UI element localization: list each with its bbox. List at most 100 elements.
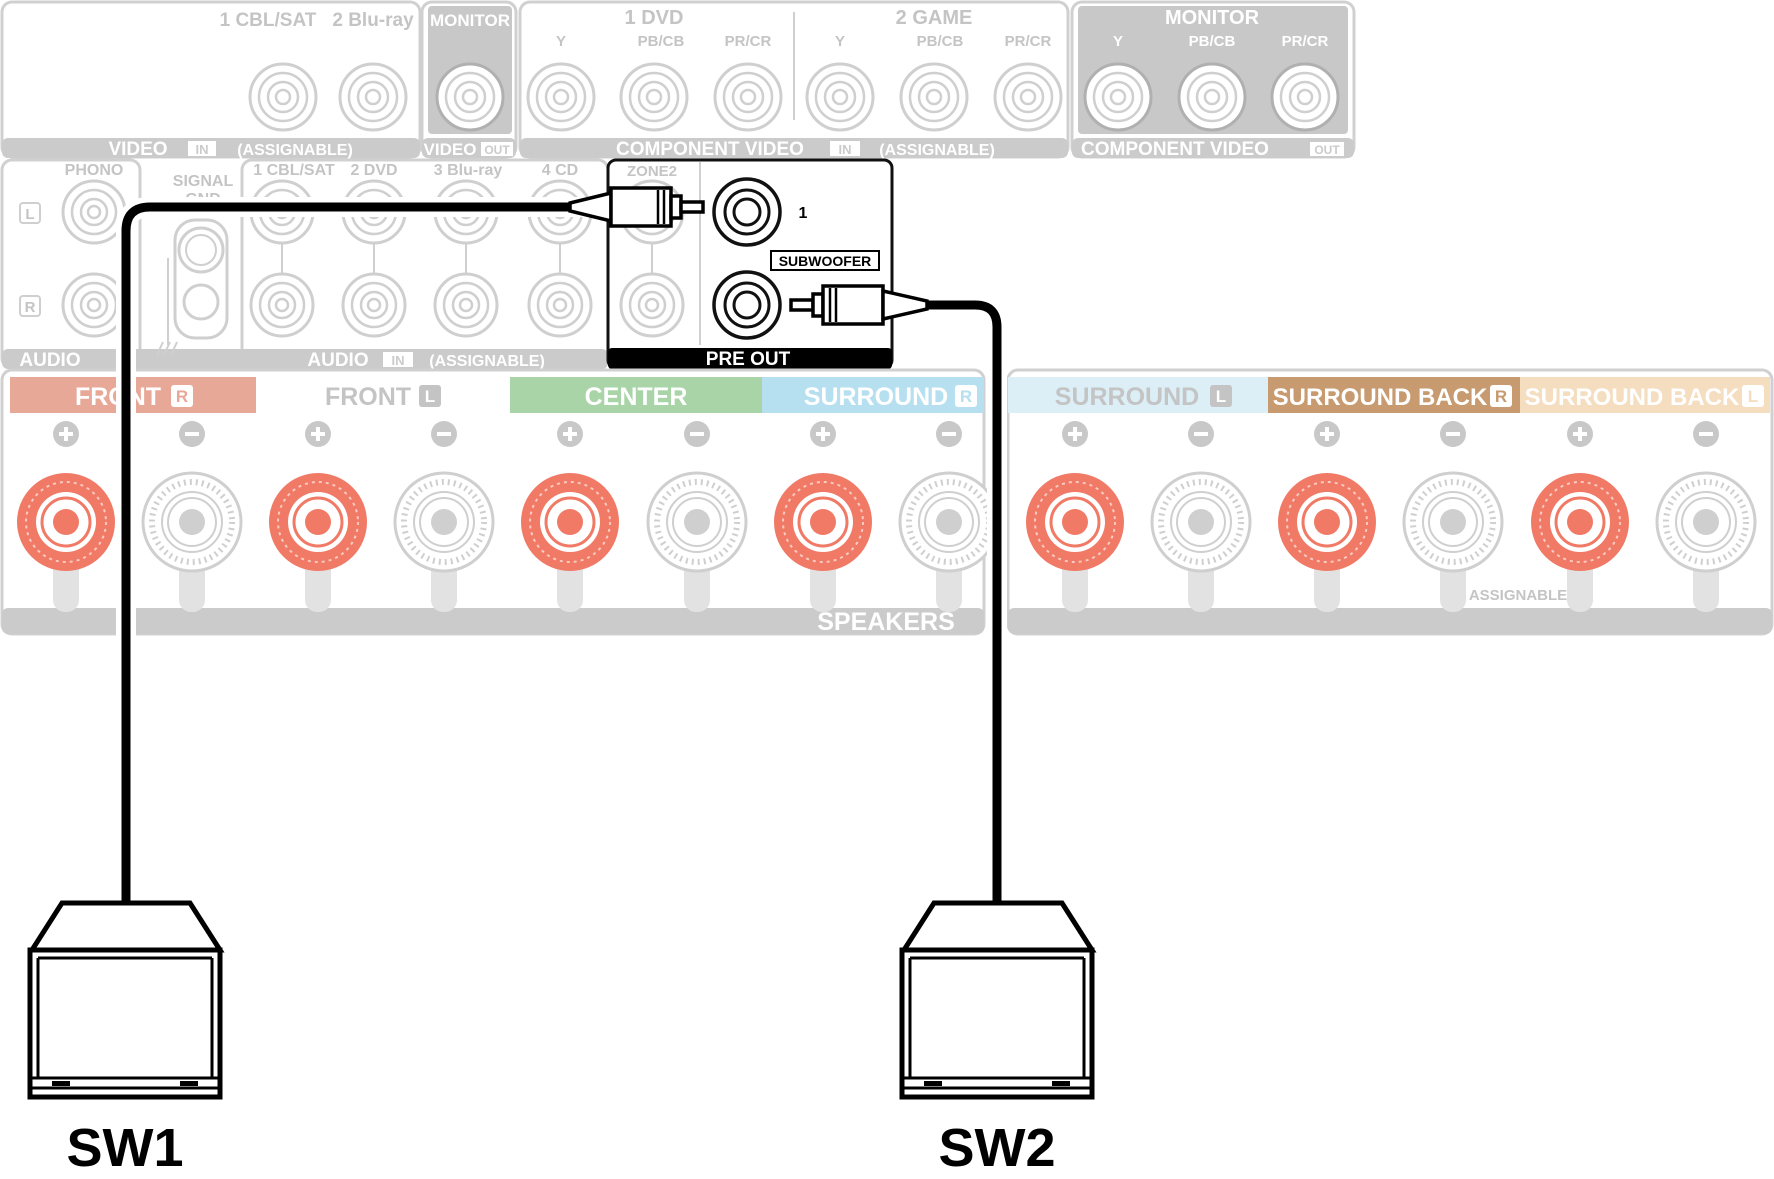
surround-r-header-side: R <box>960 387 972 406</box>
front-r-plus-terminal <box>17 421 115 612</box>
center-header <box>510 377 762 413</box>
component-in-badge: IN <box>839 142 852 157</box>
surround-l-header-name: SURROUND <box>1055 383 1199 411</box>
component-in-bar-label: COMPONENT VIDEO <box>616 139 804 160</box>
component-in-group-1-name: 1 DVD <box>625 7 684 29</box>
audio-in-signal-label: SIGNAL <box>173 173 234 190</box>
subwoofer-sw2-icon <box>899 900 1097 1100</box>
speakers-assignable: ASSIGNABLE <box>1469 587 1567 604</box>
component-in-jack-4 <box>805 62 875 132</box>
surround-l-plus-terminal <box>1026 421 1124 612</box>
surround-r-header <box>762 377 984 413</box>
component-out-pr-label: PR/CR <box>1282 33 1329 50</box>
front-l-minus-terminal <box>393 421 495 612</box>
surround-r-minus-terminal <box>898 421 1000 612</box>
phono-r-jack <box>61 272 127 338</box>
video-in-input-label-1: 1 CBL/SAT <box>220 10 317 31</box>
video-in-bar-label: VIDEO <box>108 139 167 160</box>
bluray-r-jack <box>433 272 499 338</box>
surround-back-r-plus-terminal <box>1278 421 1376 612</box>
front-l-header-side: L <box>425 387 435 406</box>
component-out-badge: OUT <box>1314 143 1340 157</box>
audio-in-bar-label: AUDIO <box>307 350 368 371</box>
component-in-pb-label-1: PB/CB <box>638 33 685 50</box>
subwoofer-cables <box>116 186 1007 902</box>
surround-back-l-header <box>1520 377 1770 413</box>
minus-icon <box>179 421 205 447</box>
component-out-jack-2 <box>1177 62 1247 132</box>
component-out-title: MONITOR <box>1165 7 1260 29</box>
center-header-name: CENTER <box>585 383 688 411</box>
plus-icon <box>305 421 331 447</box>
audio-in-input-label-2: 2 DVD <box>350 162 397 179</box>
component-in-pr-label-1: PR/CR <box>725 33 772 50</box>
component-out-bar-label: COMPONENT VIDEO <box>1081 139 1269 160</box>
center-minus-terminal <box>646 421 748 612</box>
front-r-header-side: R <box>176 387 188 406</box>
speakers-panel: FRONT R FRONT L CENTER SURROUND R SURROU… <box>0 368 1774 636</box>
rca-plug-sw1 <box>568 186 705 228</box>
audio-in-phono-label: PHONO <box>65 162 124 179</box>
surround-back-r-header <box>1268 377 1520 413</box>
video-out-bar-label: VIDEO <box>424 140 477 159</box>
front-l-header-name: FRONT <box>325 383 411 411</box>
subwoofer-1-jack <box>712 177 782 247</box>
component-in-jack-1 <box>526 62 596 132</box>
surround-back-l-plus-terminal <box>1531 421 1629 612</box>
surround-back-l-header-name: SURROUND BACK <box>1525 384 1740 411</box>
surround-l-minus-terminal <box>1150 421 1252 612</box>
plus-icon <box>557 421 583 447</box>
audio-in-badge: IN <box>392 353 405 368</box>
surround-back-r-header-name: SURROUND BACK <box>1273 384 1488 411</box>
surround-back-l-header-side: L <box>1748 387 1758 406</box>
minus-icon <box>936 421 962 447</box>
component-in-pb-label-2: PB/CB <box>917 33 964 50</box>
sw1-label: SW1 <box>66 1118 183 1178</box>
rca-plug-sw2 <box>789 284 929 326</box>
video-out-panel: MONITOR VIDEO OUT <box>420 0 518 159</box>
component-in-jack-3 <box>713 62 783 132</box>
minus-icon <box>1188 421 1214 447</box>
audio-in-input-label-4: 4 CD <box>542 162 578 179</box>
plus-icon <box>810 421 836 447</box>
pre-out-bar-label: PRE OUT <box>706 349 791 370</box>
sw2-label: SW2 <box>938 1118 1055 1178</box>
minus-icon <box>1693 421 1719 447</box>
audio-in-panel: PHONO SIGNAL GND 1 CBL/SAT 2 DVD 3 Blu-r… <box>0 158 610 371</box>
subwoofer-sw1: SW1 <box>27 900 225 1178</box>
center-plus-terminal <box>521 421 619 612</box>
component-in-panel: 1 DVD 2 GAME Y PB/CB PR/CR Y PB/CB PR/CR… <box>518 0 1070 160</box>
video-in-panel: 1 CBL/SAT 2 Blu-ray VIDEO IN (ASSIGNABLE… <box>0 0 422 160</box>
dvd-r-jack <box>341 272 407 338</box>
pre-out-zone2-label: ZONE2 <box>627 163 677 180</box>
component-in-assignable: (ASSIGNABLE) <box>879 142 995 159</box>
component-out-panel: MONITOR Y PB/CB PR/CR COMPONENT VIDEO OU… <box>1070 0 1356 160</box>
front-r-minus-terminal <box>141 421 243 612</box>
component-in-jack-5 <box>899 62 969 132</box>
cbl-sat-r-jack <box>249 272 315 338</box>
plus-icon <box>1314 421 1340 447</box>
audio-in-left-badge: L <box>25 206 34 223</box>
audio-in-input-label-3: 3 Blu-ray <box>434 162 503 179</box>
audio-in-bar-label-left: AUDIO <box>19 350 80 371</box>
surround-back-r-header-side: R <box>1495 387 1507 406</box>
minus-icon <box>431 421 457 447</box>
minus-icon <box>1440 421 1466 447</box>
plus-icon <box>53 421 79 447</box>
component-out-jack-1 <box>1083 62 1153 132</box>
subwoofer-sw1-icon <box>27 900 225 1100</box>
video-in-input-label-2: 2 Blu-ray <box>332 10 414 31</box>
subwoofer-2-jack <box>712 270 782 340</box>
signal-gnd-terminal <box>156 218 229 356</box>
subwoofer-number: 1 <box>799 205 808 222</box>
video-out-title: MONITOR <box>430 11 510 30</box>
component-in-jacks <box>526 62 1063 132</box>
video-out-badge: OUT <box>484 143 510 157</box>
component-in-jack-6 <box>993 62 1063 132</box>
surround-back-l-minus-terminal <box>1655 421 1757 612</box>
minus-icon <box>684 421 710 447</box>
component-out-pb-label: PB/CB <box>1189 33 1236 50</box>
surround-l-header-side: L <box>1216 387 1226 406</box>
component-out-jacks <box>1083 62 1340 132</box>
